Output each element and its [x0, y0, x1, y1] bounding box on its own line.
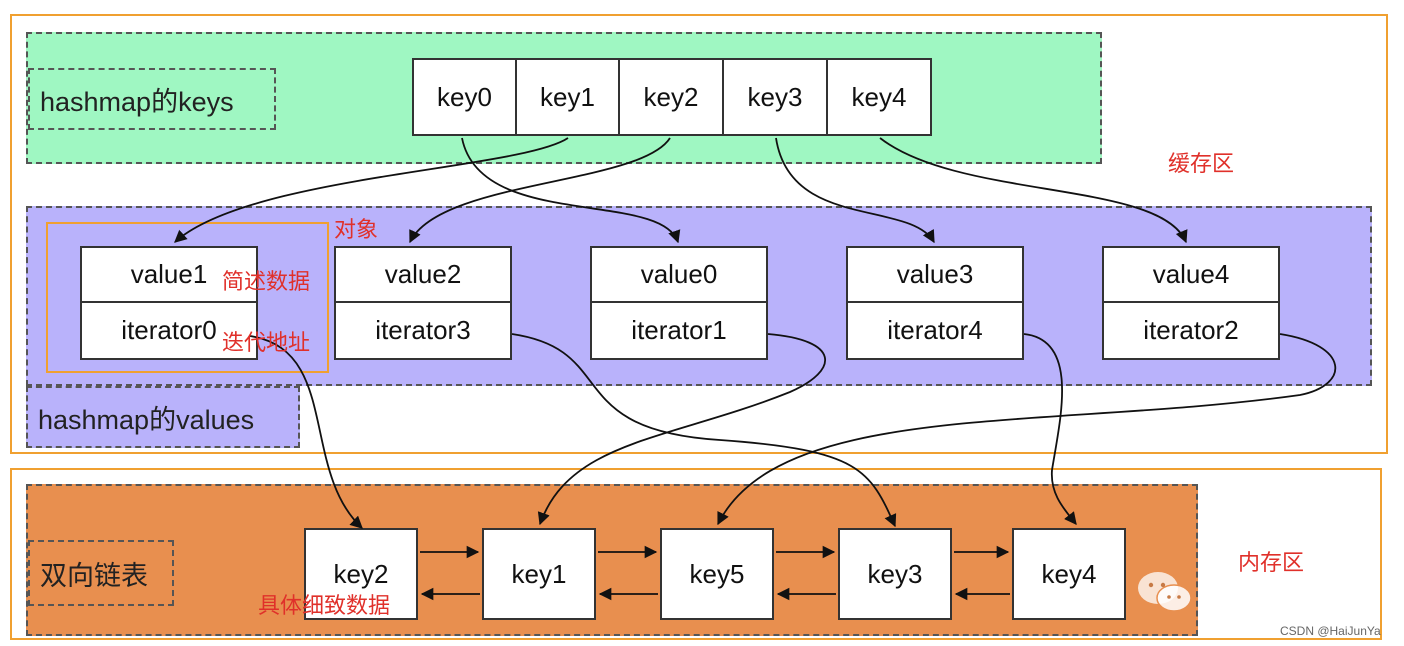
list-node: key5: [660, 528, 774, 620]
arrow-key0-value0: [461, 137, 681, 244]
value-entry: value0 iterator1: [590, 246, 768, 360]
key-cell: key2: [618, 58, 724, 136]
object-highlight-frame: [46, 222, 329, 373]
key-cell: key0: [412, 58, 517, 136]
key-cell: key3: [722, 58, 828, 136]
iterator-label: iterator3: [375, 315, 471, 345]
arrow-iterator3-node-key3: [511, 333, 897, 528]
iterator-address-annotation: 迭代地址: [222, 331, 311, 356]
iterator-label: iterator2: [1143, 315, 1239, 345]
summary-data-annotation: 简述数据: [222, 270, 311, 295]
value-label: value1: [82, 248, 256, 303]
iterator-label: iterator4: [887, 315, 983, 345]
values-region-label: hashmap的values: [26, 386, 300, 448]
memory-area-label: 内存区: [1238, 551, 1305, 576]
value-label: value0: [592, 248, 766, 303]
value-entry: value3 iterator4: [846, 246, 1024, 360]
keys-region-label: hashmap的keys: [28, 68, 276, 130]
value-label: value2: [336, 248, 510, 303]
object-annotation: 对象: [334, 218, 379, 243]
cache-area-frame: [10, 14, 1388, 454]
memory-area-frame: [10, 468, 1382, 640]
iterator-label: iterator1: [631, 315, 727, 345]
list-node: key3: [838, 528, 952, 620]
list-node: key4: [1012, 528, 1126, 620]
arrow-iterator4-node-key4: [1023, 333, 1077, 525]
list-node: key2: [304, 528, 418, 620]
arrow-iterator1-node-key1: [537, 333, 827, 526]
iterator-label: iterator0: [121, 315, 217, 345]
watermark: CSDN @HaiJunYa: [1280, 624, 1381, 638]
value-entry: value2 iterator3: [334, 246, 512, 360]
list-region: [26, 484, 1198, 636]
arrow-key3-value3: [775, 137, 935, 244]
arrow-iterator2-node-key5: [717, 333, 1337, 526]
arrow-key4-value4: [879, 137, 1188, 244]
key-cell: key4: [826, 58, 932, 136]
arrow-key1-value1: [174, 137, 569, 243]
arrow-key2-value2: [409, 137, 671, 244]
detail-data-annotation: 具体细致数据: [258, 594, 391, 619]
value-entry: value1 iterator0: [80, 246, 258, 360]
key-cell: key1: [515, 58, 620, 136]
value-entry: value4 iterator2: [1102, 246, 1280, 360]
wechat-icon: [1136, 570, 1194, 619]
arrow-iterator0-node-key2: [249, 335, 363, 529]
value-label: value4: [1104, 248, 1278, 303]
cache-area-label: 缓存区: [1168, 152, 1235, 177]
list-region-label: 双向链表: [28, 540, 174, 606]
list-node: key1: [482, 528, 596, 620]
value-label: value3: [848, 248, 1022, 303]
